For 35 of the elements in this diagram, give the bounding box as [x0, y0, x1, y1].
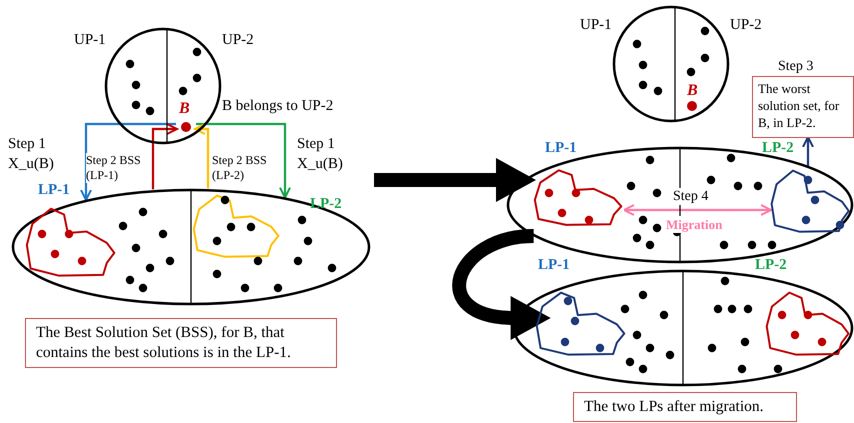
arrow — [196, 122, 291, 199]
arrow — [152, 123, 178, 190]
solution-set-outline — [535, 290, 628, 356]
note-label: Step 4 — [673, 188, 708, 205]
point-label: B — [179, 100, 190, 117]
solution-point — [684, 82, 700, 112]
population-label: LP-2 — [310, 196, 342, 213]
solution-set-outline — [192, 193, 282, 258]
note-card — [752, 58, 854, 138]
population-label: LP-1 — [38, 182, 70, 199]
caption-text: The Best Solution Set (BSS), for B, that contains the best solutions is in the LP-1. — [25, 318, 337, 368]
population-label: UP-1 — [580, 17, 612, 34]
block-arrow — [452, 229, 550, 340]
population-label: UP-1 — [74, 32, 106, 49]
solution-set-outline — [533, 168, 625, 226]
solution-set-outline — [770, 168, 852, 233]
population-label: LP-2 — [755, 257, 787, 274]
solution-set-outline — [765, 290, 852, 356]
step-label: Step 3 — [778, 58, 814, 75]
population-label: LP-1 — [545, 140, 577, 157]
population-label: UP-2 — [222, 32, 254, 49]
caption-text: The two LPs after migration. — [573, 392, 797, 422]
arrow — [80, 122, 176, 201]
population-label: LP-1 — [538, 257, 570, 274]
block-arrow — [374, 158, 536, 202]
note-label: B belongs to UP-2 — [222, 98, 334, 115]
arrow — [194, 123, 210, 188]
population-label: LP-2 — [762, 140, 794, 157]
population-label: UP-2 — [730, 17, 762, 34]
edge-label: Migration — [666, 216, 722, 233]
arrow — [623, 204, 772, 216]
note-text: The worst solution set, for B, in LP-2. — [752, 76, 854, 138]
solution-set-outline — [25, 206, 118, 277]
point-label: B — [687, 82, 698, 99]
arrow — [802, 136, 814, 168]
